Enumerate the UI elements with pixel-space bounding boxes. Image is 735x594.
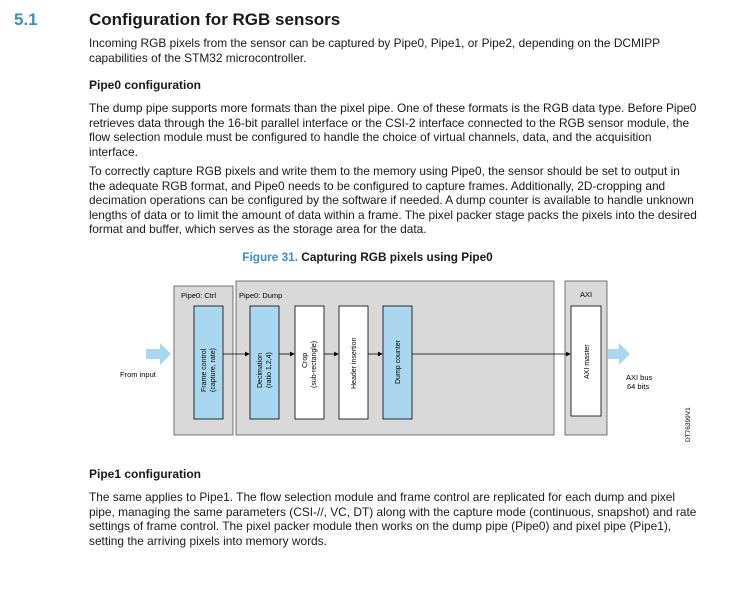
figure-number: Figure 31. [242, 250, 299, 264]
pipe1-paragraph: The same applies to Pipe1. The flow sele… [89, 490, 697, 548]
pipe0-paragraph-1: The dump pipe supports more formats than… [89, 101, 697, 159]
axi-group-label: AXI [580, 290, 592, 299]
frame-control-label: Frame control (capture, rate) [201, 347, 217, 392]
input-arrow-icon [146, 343, 171, 365]
decimation-label: Decimation (ratio 1,2,4) [257, 351, 273, 388]
figure-title: Capturing RGB pixels using Pipe0 [301, 250, 493, 264]
crop-line2: (sub-rectangle) [311, 341, 318, 388]
frame-control-line1: Frame control [201, 348, 208, 392]
output-arrow-icon [608, 343, 630, 365]
crop-line1: Crop [302, 353, 309, 368]
pipe1-heading: Pipe1 configuration [89, 467, 202, 481]
frame-control-block [193, 305, 224, 420]
pipe0-heading: Pipe0 configuration [89, 78, 202, 92]
crop-label: Crop (sub-rectangle) [302, 341, 318, 388]
dump-group-label: Pipe0: Dump [239, 291, 282, 300]
axi-master-label: AXI master [584, 344, 591, 379]
section-title: Configuration for RGB sensors [89, 10, 341, 29]
output-label-line1: AXI bus [626, 373, 653, 382]
axi-master-block [570, 305, 602, 417]
section-number: 5.1 [14, 10, 38, 29]
dump-counter-block [382, 305, 413, 420]
decimation-line1: Decimation [257, 353, 264, 388]
input-label: From input [120, 370, 157, 379]
header-insertion-block [338, 305, 369, 420]
dump-counter-label: Dump counter [395, 339, 402, 384]
decimation-line2: (ratio 1,2,4) [266, 352, 273, 388]
header-insertion-label: Header insertion [351, 338, 358, 389]
crop-block [294, 305, 325, 420]
output-label-line2: 64 bits [627, 382, 649, 391]
ctrl-group-label: Pipe0: Ctrl [181, 291, 216, 300]
figure-caption: Figure 31. Capturing RGB pixels using Pi… [0, 250, 735, 264]
intro-paragraph: Incoming RGB pixels from the sensor can … [89, 36, 660, 65]
pipe0-diagram: Pipe0: Ctrl Pipe0: Dump AXI From input F… [120, 280, 692, 442]
pipe0-paragraph-2: To correctly capture RGB pixels and writ… [89, 164, 697, 237]
decimation-block [249, 305, 280, 420]
figure-code: DT76399V1 [685, 407, 692, 442]
frame-control-line2: (capture, rate) [210, 348, 217, 392]
